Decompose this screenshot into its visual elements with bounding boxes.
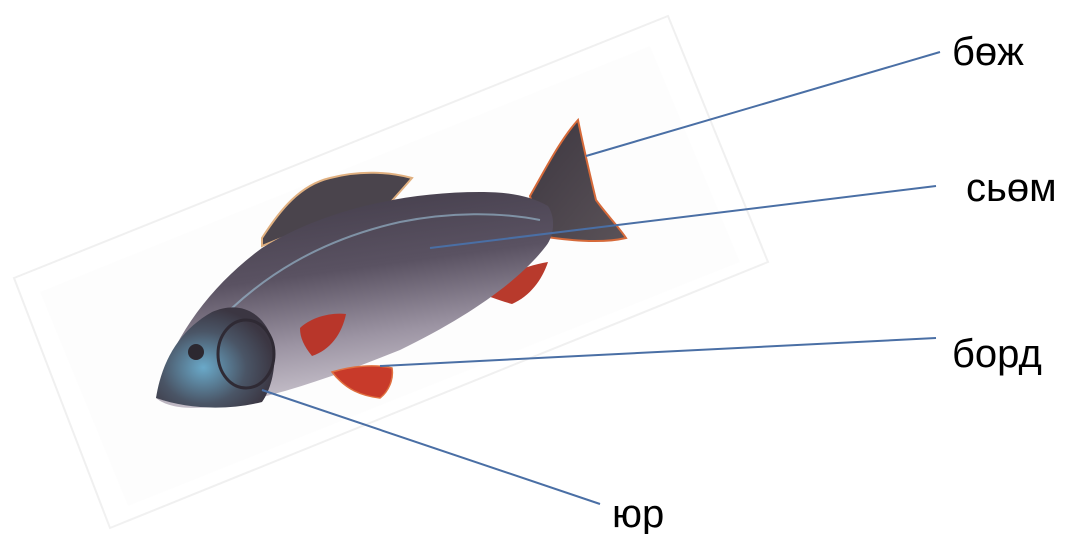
- label-head: юр: [612, 494, 664, 534]
- fish-eye: [188, 344, 204, 360]
- label-body: сьөм: [966, 168, 1057, 208]
- label-fin: борд: [952, 334, 1042, 374]
- label-tail: бөж: [952, 32, 1024, 72]
